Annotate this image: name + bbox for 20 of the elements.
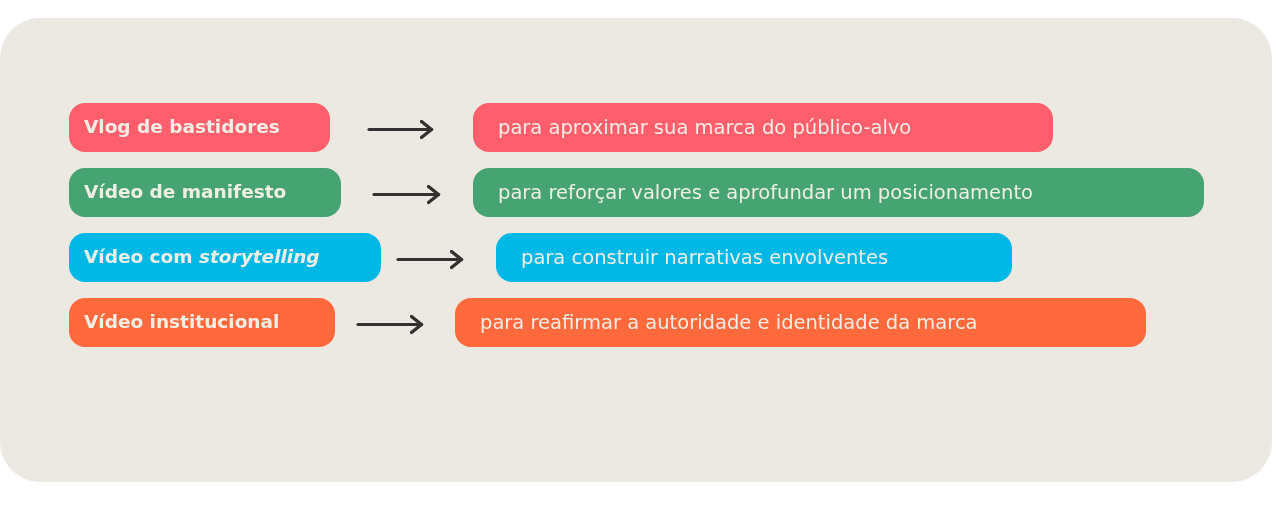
video-type-box xyxy=(69,168,341,217)
purpose-text: para construir narrativas envolventes xyxy=(521,245,889,270)
purpose-box xyxy=(496,233,1012,282)
purpose-box xyxy=(455,298,1146,347)
purpose-text: para reforçar valores e aprofundar um posicionamento xyxy=(498,180,1034,205)
video-type-box xyxy=(69,298,335,347)
arrow xyxy=(367,119,434,140)
video-type-text: Vídeo institucional xyxy=(84,311,280,334)
video-type-text: Vídeo de manifesto xyxy=(84,181,287,204)
arrow xyxy=(396,249,464,270)
purpose-text: para reafirmar a autoridade e identidade da marca xyxy=(480,310,978,335)
purpose-box xyxy=(473,168,1204,217)
purpose-text: para aproximar sua marca do público-alvo xyxy=(498,115,912,140)
arrow xyxy=(356,314,424,335)
video-type-box xyxy=(69,233,381,282)
video-type-box xyxy=(69,103,330,152)
purpose-box xyxy=(473,103,1053,152)
video-type-text: Vídeo com storytelling xyxy=(84,246,320,269)
arrow xyxy=(372,184,441,205)
video-type-text: Vlog de bastidores xyxy=(84,116,280,139)
